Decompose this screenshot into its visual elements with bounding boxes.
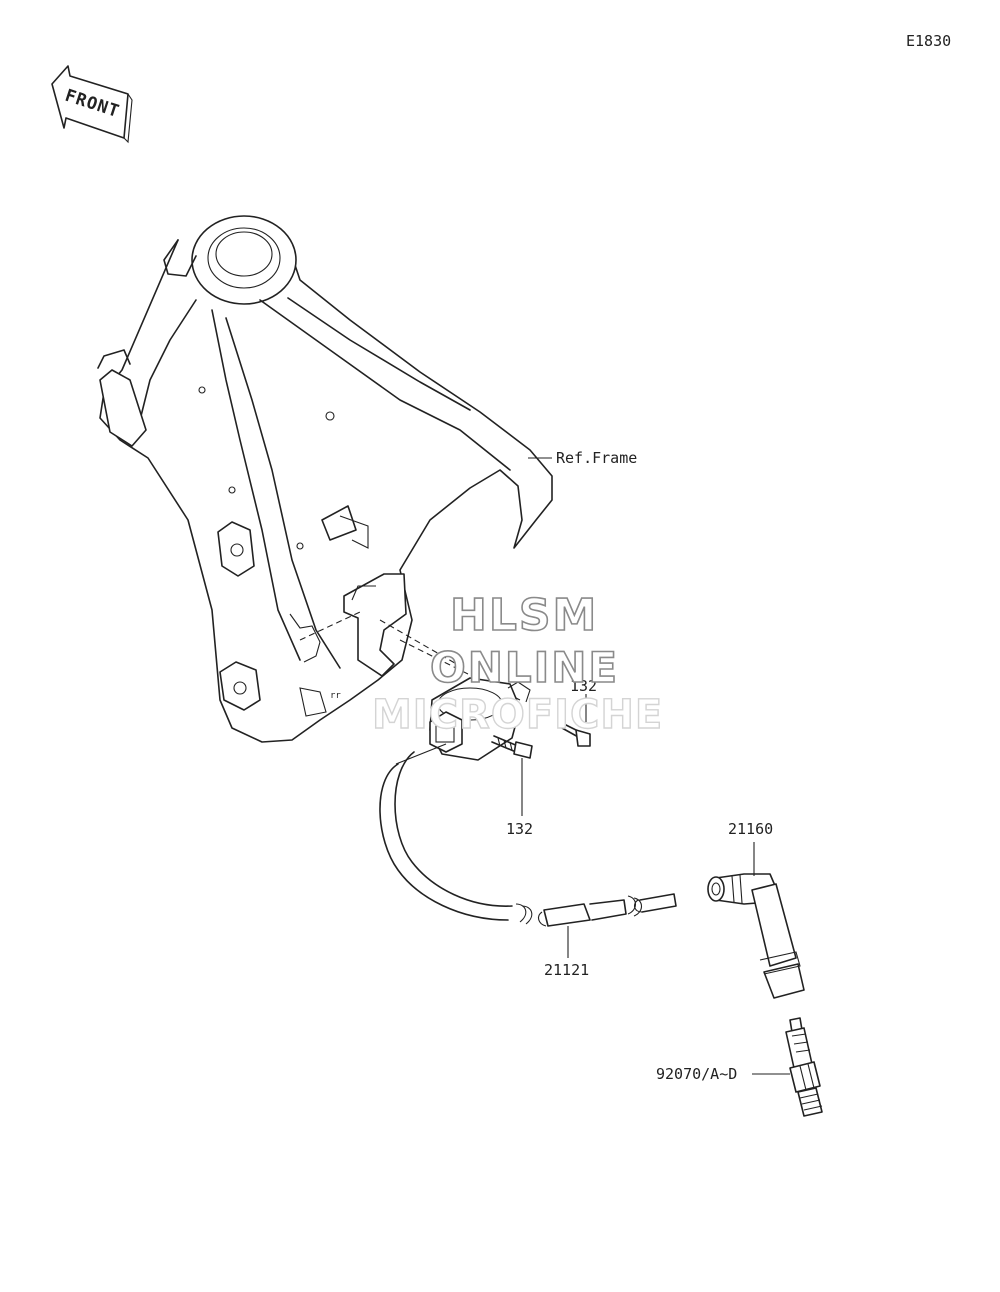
callout-spark-plug: 92070/A~D xyxy=(656,1065,737,1083)
watermark-line3: MICROFICHE xyxy=(372,692,663,738)
callout-plug-cap: 21160 xyxy=(728,820,773,838)
svg-text:rr: rr xyxy=(330,691,341,701)
front-arrow-icon: FRONT xyxy=(51,65,133,144)
plug-cap-drawing xyxy=(707,873,805,999)
spark-plug-drawing xyxy=(785,1017,823,1117)
watermark: HLSM ONLINE MICROFICHE xyxy=(371,589,663,739)
frame-drawing: rr xyxy=(97,215,553,743)
callout-ignition-coil: 21121 xyxy=(544,961,589,979)
bolt-upper-drawing xyxy=(559,721,591,747)
ignition-coil-drawing xyxy=(379,677,677,927)
bolt-lower-drawing xyxy=(491,735,533,759)
diagram-id: E1830 xyxy=(906,32,951,50)
callout-bolt-lower: 132 xyxy=(506,820,533,838)
callout-ref-frame: Ref.Frame xyxy=(556,449,637,467)
callout-bolt-upper: 132 xyxy=(570,677,597,695)
watermark-line1: HLSM xyxy=(450,590,598,641)
watermark-line2: ONLINE xyxy=(430,643,619,692)
